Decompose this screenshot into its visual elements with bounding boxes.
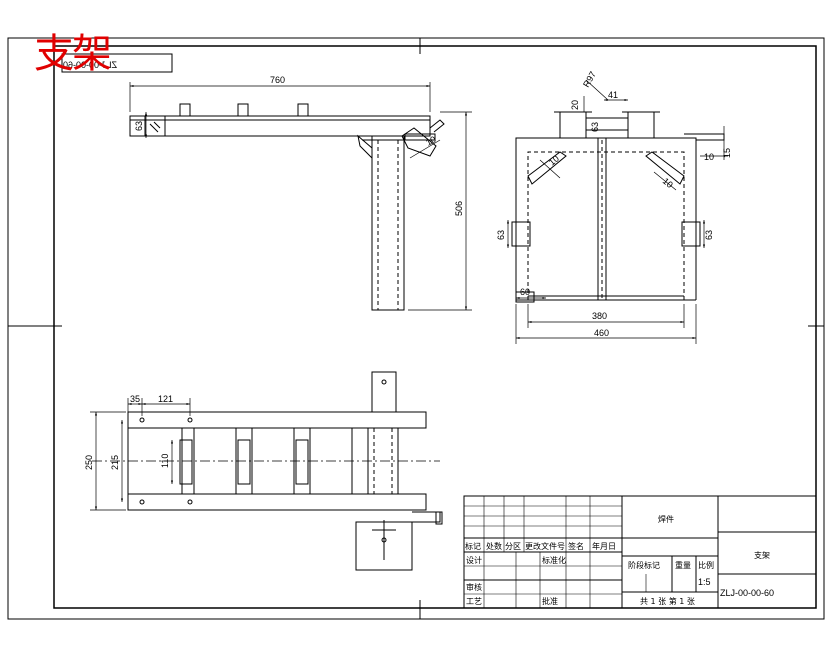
dim-63-left: 63 (496, 230, 506, 240)
side-view (129, 103, 445, 311)
sheet-border (7, 37, 825, 620)
dim-110: 110 (160, 454, 170, 468)
dim-63-top: 63 (590, 122, 600, 132)
tb-r-standard: 标准化 (542, 555, 566, 565)
plan-view (92, 371, 443, 571)
tb-r-check: 审核 (466, 582, 482, 592)
dim-121: 121 (158, 394, 173, 404)
dim-10-weld-right: 10 (661, 176, 675, 190)
tb-h-count: 处数 (486, 541, 502, 551)
dim-10-right: 10 (704, 152, 714, 162)
tb-r-weight: 重量 (675, 560, 691, 570)
front-view (511, 111, 725, 303)
tb-h-sign: 签名 (568, 541, 584, 551)
dim-r97: R97 (581, 70, 598, 89)
front-view-dimensions (506, 79, 728, 344)
dim-15: 15 (722, 148, 732, 158)
tb-r-approve: 批准 (542, 596, 558, 606)
tb-scale: 1:5 (698, 577, 711, 587)
tb-h-doc: 更改文件号 (525, 541, 565, 551)
dim-250: 250 (84, 455, 94, 470)
tb-sheets: 共 1 张 第 1 张 (640, 596, 695, 606)
dim-760: 760 (270, 75, 285, 85)
tb-h-date: 年月日 (592, 541, 616, 551)
tb-r-design: 设计 (466, 555, 482, 565)
plan-view-labels: 35 121 250 215 110 (84, 394, 173, 470)
red-stamp-text: 支架 (34, 31, 112, 77)
title-block (463, 495, 817, 609)
dim-35: 35 (130, 394, 140, 404)
dim-63-side: 63 (134, 121, 144, 131)
dim-380: 380 (592, 311, 607, 321)
front-view-labels: 380 460 60 63 63 10 15 R97 20 41 63 10 1… (496, 70, 732, 338)
dim-10-side: 10 (424, 134, 438, 148)
dim-20: 20 (570, 100, 580, 110)
tb-r-stage: 阶段标记 (628, 560, 660, 570)
title-block-text: 焊件 支架 ZLJ-00-00-60 1:5 共 1 张 第 1 张 标记 处数… (465, 514, 774, 606)
dim-460: 460 (594, 328, 609, 338)
dim-10-weld-left: 10 (547, 153, 561, 167)
plan-view-dimensions (90, 398, 191, 511)
side-view-labels: 760 506 63 10 (134, 75, 464, 216)
tb-r-process: 工艺 (466, 597, 482, 606)
dim-63-right: 63 (704, 230, 714, 240)
drawing-number-mirrored: ZLJ-00-00-60 (63, 60, 117, 70)
dim-41: 41 (608, 90, 618, 100)
tb-drawing-number: ZLJ-00-00-60 (720, 588, 774, 598)
dim-215: 215 (110, 455, 120, 470)
tb-r-scale: 比例 (698, 560, 714, 570)
tb-h-zone: 分区 (505, 542, 521, 551)
tb-h-mark: 标记 (465, 541, 481, 551)
side-view-dimensions (129, 82, 472, 311)
drawing-number-box: ZLJ-00-00-60 (61, 53, 173, 73)
dim-60: 60 (520, 287, 530, 297)
tb-part-name: 焊件 (658, 514, 674, 524)
tb-drawing-title: 支架 (754, 550, 770, 560)
dim-506: 506 (454, 201, 464, 216)
